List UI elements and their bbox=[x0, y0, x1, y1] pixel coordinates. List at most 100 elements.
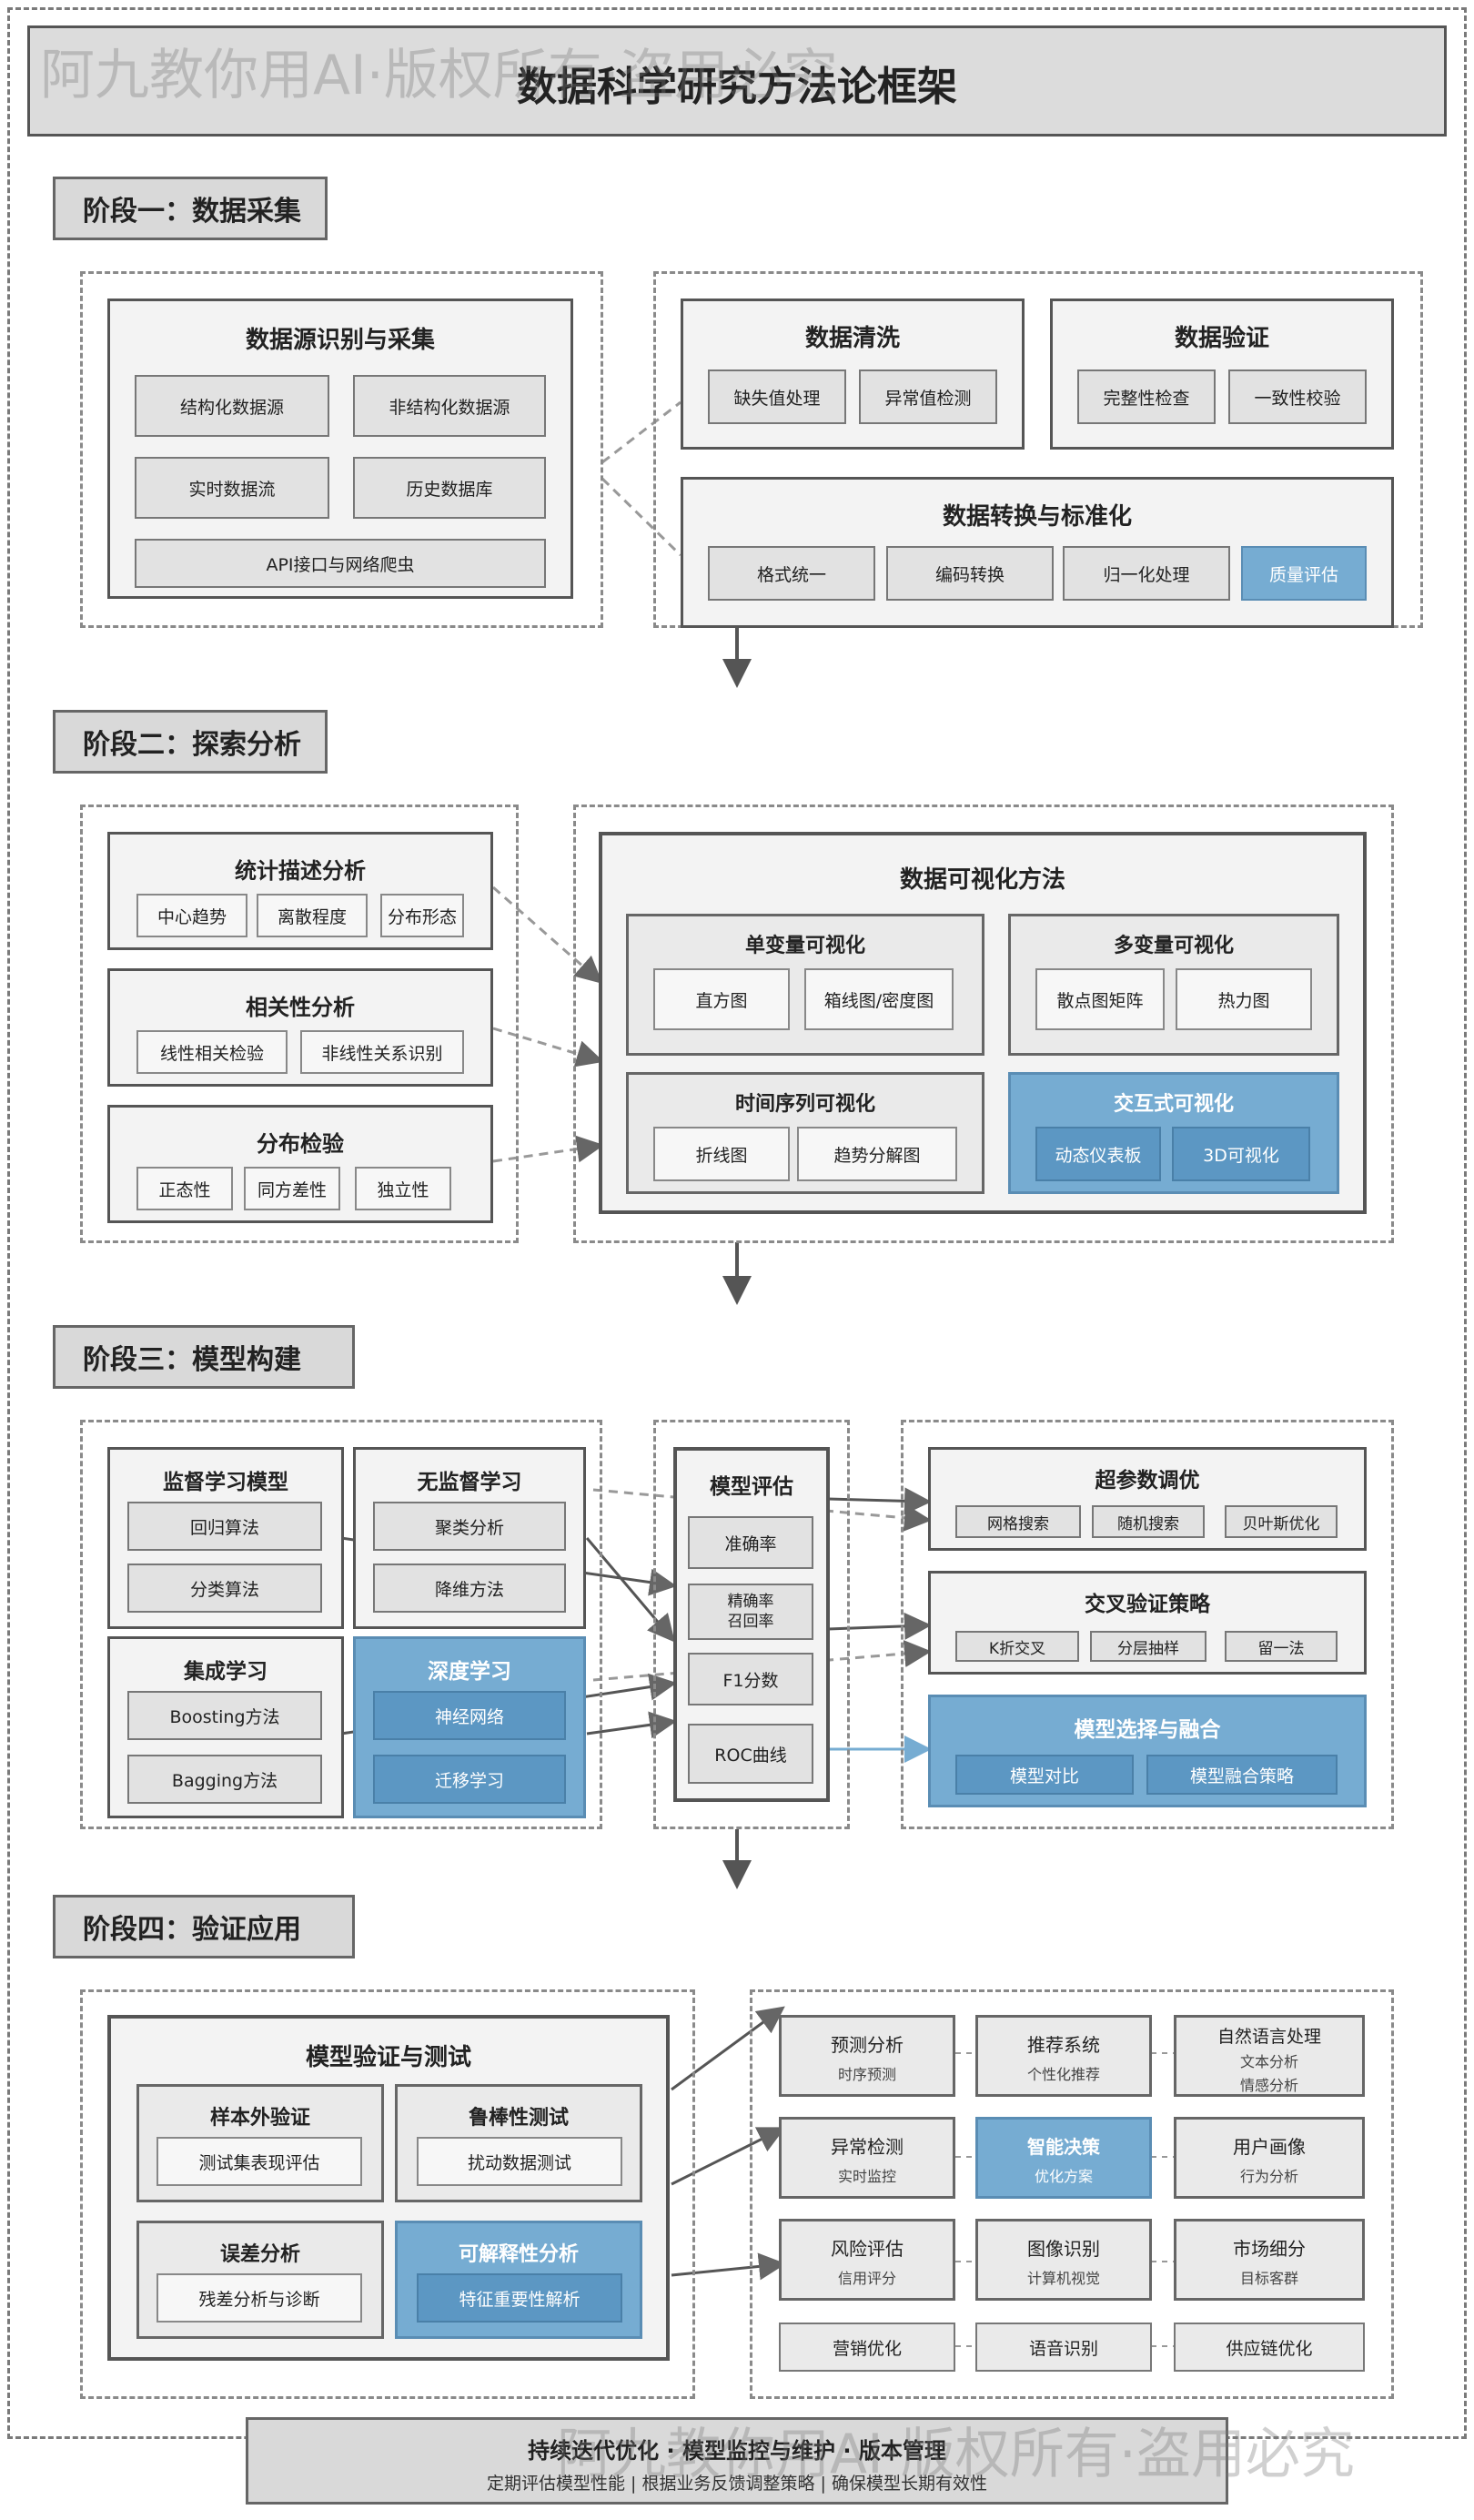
app-decision: 智能决策 优化方案 bbox=[975, 2117, 1152, 2199]
robust-item: 扰动数据测试 bbox=[417, 2137, 622, 2186]
footer-sub: 定期评估模型性能 | 根据业务反馈调整策略 | 确保模型长期有效性 bbox=[487, 2474, 987, 2494]
app-marketing: 营销优化 bbox=[779, 2323, 955, 2372]
uni-title: 单变量可视化 bbox=[744, 935, 865, 957]
app-risk: 风险评估 信用评分 bbox=[779, 2219, 955, 2301]
source-unstructured: 非结构化数据源 bbox=[353, 375, 546, 437]
app-persona-title: 用户画像 bbox=[1233, 2136, 1306, 2158]
explain-item: 特征重要性解析 bbox=[417, 2273, 622, 2323]
select-title: 模型选择与融合 bbox=[1074, 1718, 1221, 1742]
uni-box-plot: 箱线图/密度图 bbox=[804, 968, 954, 1030]
inter-3d: 3D可视化 bbox=[1172, 1127, 1310, 1181]
stage3-label: 阶段三：模型构建 bbox=[53, 1325, 355, 1389]
ts-decomp: 趋势分解图 bbox=[797, 1127, 957, 1181]
title-box: 数据科学研究方法论框架 bbox=[27, 25, 1447, 137]
stage1-label: 阶段一：数据采集 bbox=[53, 177, 328, 240]
dist-title: 分布检验 bbox=[257, 1131, 344, 1157]
hyper-title: 超参数调优 bbox=[1095, 1469, 1200, 1493]
stage2-left-group bbox=[80, 805, 519, 1243]
app-image-title: 图像识别 bbox=[1027, 2238, 1100, 2260]
dist-normal: 正态性 bbox=[136, 1167, 233, 1210]
ts-title: 时间序列可视化 bbox=[734, 1093, 875, 1116]
inter-title: 交互式可视化 bbox=[1113, 1093, 1234, 1116]
app-image: 图像识别 计算机视觉 bbox=[975, 2219, 1152, 2301]
stage1-left-group bbox=[80, 271, 603, 628]
eval-precision-recall: 精确率 召回率 bbox=[688, 1584, 813, 1640]
cv-kfold: K折交叉 bbox=[955, 1631, 1079, 1662]
watermark-bottom: 阿九教你用AI·版权所有·盗用必究 bbox=[557, 2423, 1355, 2486]
eval-accuracy: 准确率 bbox=[688, 1516, 813, 1569]
app-anomaly-sub: 实时监控 bbox=[837, 2168, 896, 2185]
eval-roc: ROC曲线 bbox=[688, 1724, 813, 1784]
transform-encode: 编码转换 bbox=[886, 546, 1054, 601]
robust-title: 鲁棒性测试 bbox=[468, 2107, 569, 2130]
hyper-bayes: 贝叶斯优化 bbox=[1225, 1505, 1338, 1538]
stage3-mid-group bbox=[653, 1420, 850, 1829]
source-structured: 结构化数据源 bbox=[135, 375, 329, 437]
app-persona: 用户画像 行为分析 bbox=[1174, 2117, 1365, 2199]
test-title: 模型验证与测试 bbox=[305, 2044, 471, 2071]
explain-title: 可解释性分析 bbox=[458, 2243, 579, 2266]
stats-title: 统计描述分析 bbox=[235, 858, 366, 884]
app-recommend-title: 推荐系统 bbox=[1027, 2034, 1100, 2056]
clean-missing: 缺失值处理 bbox=[708, 369, 846, 424]
source-api: API接口与网络爬虫 bbox=[135, 539, 546, 588]
app-nlp-title: 自然语言处理 bbox=[1217, 2027, 1321, 2047]
stage2-right-group bbox=[573, 805, 1394, 1243]
source-realtime: 实时数据流 bbox=[135, 457, 329, 519]
transform-normalize: 归一化处理 bbox=[1063, 546, 1230, 601]
stats-center: 中心趋势 bbox=[136, 894, 247, 937]
stage4-left-group bbox=[80, 1989, 695, 2399]
ens-boosting: Boosting方法 bbox=[127, 1691, 322, 1740]
oos-title: 样本外验证 bbox=[209, 2107, 310, 2130]
verify-consistency: 一致性校验 bbox=[1228, 369, 1367, 424]
stage3-right-group bbox=[901, 1420, 1394, 1829]
stage4-right-group bbox=[750, 1989, 1394, 2399]
multi-heat: 热力图 bbox=[1176, 968, 1312, 1030]
select-fusion: 模型融合策略 bbox=[1146, 1755, 1338, 1795]
app-decision-sub: 优化方案 bbox=[1034, 2168, 1093, 2185]
app-forecast: 预测分析 时序预测 bbox=[779, 2015, 955, 2097]
multi-scatter: 散点图矩阵 bbox=[1035, 968, 1165, 1030]
stage2-label: 阶段二：探索分析 bbox=[53, 710, 328, 774]
deep-nn: 神经网络 bbox=[373, 1691, 566, 1740]
uni-hist: 直方图 bbox=[653, 968, 790, 1030]
app-speech: 语音识别 bbox=[975, 2323, 1152, 2372]
app-market-sub: 目标客群 bbox=[1239, 2270, 1298, 2287]
eval-title: 模型评估 bbox=[710, 1475, 793, 1499]
page-title: 数据科学研究方法论框架 bbox=[517, 64, 957, 110]
corr-nonlinear: 非线性关系识别 bbox=[300, 1030, 464, 1074]
stats-shape: 分布形态 bbox=[380, 894, 464, 937]
stage3-left-group bbox=[80, 1420, 602, 1829]
deep-title: 深度学习 bbox=[428, 1660, 511, 1684]
dist-homo: 同方差性 bbox=[244, 1167, 340, 1210]
app-forecast-sub: 时序预测 bbox=[837, 2066, 896, 2083]
err-item: 残差分析与诊断 bbox=[156, 2273, 362, 2323]
watermark-top: 阿九教你用AI·版权所有·盗用必究 bbox=[40, 44, 838, 107]
stats-dispersion: 离散程度 bbox=[257, 894, 368, 937]
hyper-random: 随机搜索 bbox=[1092, 1505, 1205, 1538]
cv-strat: 分层抽样 bbox=[1090, 1631, 1206, 1662]
deep-transfer: 迁移学习 bbox=[373, 1755, 566, 1804]
app-anomaly: 异常检测 实时监控 bbox=[779, 2117, 955, 2199]
footer-box: 持续迭代优化 · 模型监控与维护 · 版本管理 定期评估模型性能 | 根据业务反… bbox=[246, 2417, 1228, 2505]
corr-linear: 线性相关检验 bbox=[136, 1030, 288, 1074]
ens-bagging: Bagging方法 bbox=[127, 1755, 322, 1804]
viz-title: 数据可视化方法 bbox=[899, 866, 1065, 894]
data-transform-title: 数据转换与标准化 bbox=[942, 503, 1132, 531]
unsup-reduce: 降维方法 bbox=[373, 1564, 566, 1613]
unsup-cluster: 聚类分析 bbox=[373, 1502, 566, 1551]
corr-title: 相关性分析 bbox=[246, 995, 355, 1020]
hyper-grid: 网格搜索 bbox=[955, 1505, 1081, 1538]
source-history: 历史数据库 bbox=[353, 457, 546, 519]
transform-quality: 质量评估 bbox=[1241, 546, 1367, 601]
sup-title: 监督学习模型 bbox=[163, 1471, 288, 1494]
cv-loo: 留一法 bbox=[1225, 1631, 1338, 1662]
app-risk-title: 风险评估 bbox=[831, 2238, 904, 2260]
dist-indep: 独立性 bbox=[355, 1167, 451, 1210]
app-market: 市场细分 目标客群 bbox=[1174, 2219, 1365, 2301]
err-title: 误差分析 bbox=[219, 2243, 300, 2266]
select-compare: 模型对比 bbox=[955, 1755, 1134, 1795]
footer-title: 持续迭代优化 · 模型监控与维护 · 版本管理 bbox=[528, 2438, 946, 2464]
data-source-title: 数据源识别与采集 bbox=[245, 327, 435, 354]
data-verify-title: 数据验证 bbox=[1174, 325, 1269, 352]
